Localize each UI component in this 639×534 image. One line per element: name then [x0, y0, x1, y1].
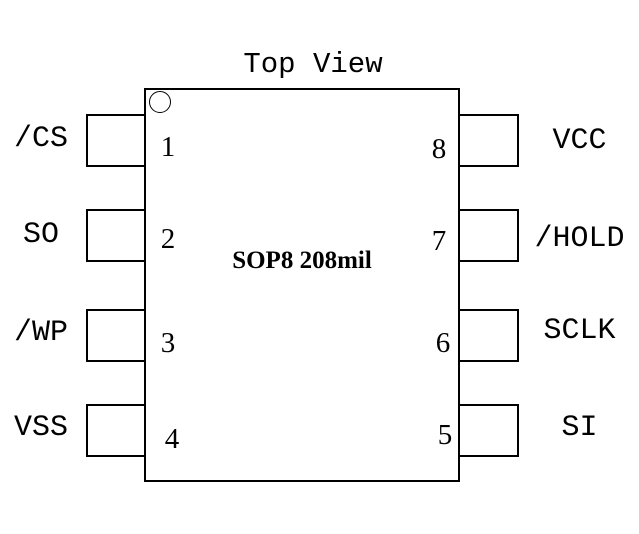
- pin-4-name: VSS: [13, 411, 68, 445]
- pin-7-name: /HOLD: [534, 222, 625, 256]
- pin-3-pad: [86, 309, 145, 362]
- pin-1-name: /CS: [13, 122, 68, 156]
- pin-5-pad: [460, 404, 519, 457]
- pin-4-number: 4: [164, 423, 180, 455]
- package-label: SOP8 208mil: [232, 247, 372, 274]
- pin-8-pad: [460, 114, 519, 167]
- pin-3-name: /WP: [13, 316, 68, 350]
- pin-1-indicator-icon: [149, 91, 171, 113]
- pin-2-number: 2: [160, 223, 176, 255]
- pin-1-number: 1: [160, 131, 176, 163]
- pin-3-number: 3: [160, 327, 176, 359]
- pin-1-pad: [86, 114, 145, 167]
- pin-5-number: 5: [437, 419, 453, 451]
- pin-7-pad: [460, 209, 519, 262]
- pin-7-number: 7: [431, 225, 447, 257]
- package-body: [144, 88, 460, 482]
- pin-8-name: VCC: [552, 124, 607, 158]
- pin-6-pad: [460, 309, 519, 362]
- diagram-title: Top View: [243, 48, 383, 81]
- pin-4-pad: [86, 404, 145, 457]
- pin-6-number: 6: [435, 327, 451, 359]
- pin-8-number: 8: [431, 133, 447, 165]
- pin-5-name: SI: [561, 411, 598, 445]
- pin-6-name: SCLK: [543, 314, 616, 348]
- pin-2-pad: [86, 209, 145, 262]
- pin-2-name: SO: [22, 218, 59, 252]
